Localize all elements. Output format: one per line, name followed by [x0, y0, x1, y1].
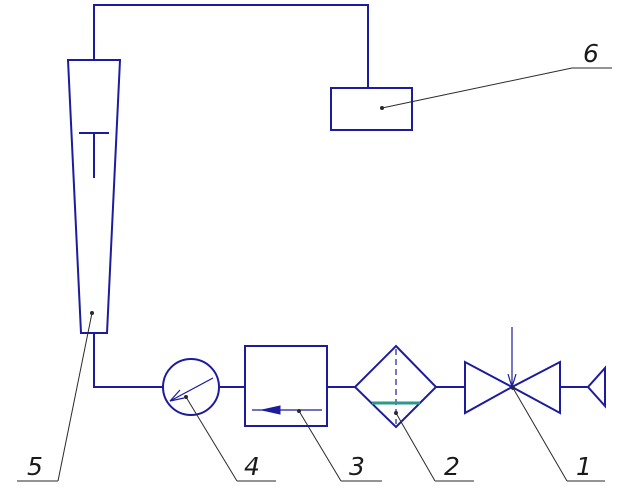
top-pipeline [93, 4, 369, 88]
valve-left-wing [464, 360, 515, 415]
filter-diamond [353, 344, 438, 429]
box-6-body [330, 87, 413, 131]
component-5-rotameter [66, 59, 122, 334]
callouts: 6 5 4 3 2 1 [17, 39, 612, 482]
rotameter-body [66, 59, 122, 334]
leader-line-4 [185, 396, 238, 482]
callout-4: 4 [244, 452, 260, 481]
callout-1: 1 [576, 452, 592, 481]
component-1-valve [464, 327, 561, 415]
leader-line-3 [298, 410, 342, 482]
callout-3: 3 [349, 452, 365, 481]
leader-line-1 [512, 387, 568, 482]
leader-line-6 [381, 67, 573, 109]
leader-line-5 [57, 312, 93, 482]
inlet-funnel [586, 365, 606, 409]
bottom-left-pipeline [93, 333, 163, 388]
leader-line-2 [395, 412, 436, 482]
inlet-funnel-shape [586, 365, 606, 409]
gauge-needle [169, 377, 214, 402]
component-6-box [330, 87, 413, 131]
callout-5: 5 [27, 452, 43, 481]
callout-6: 6 [583, 39, 599, 68]
device-3-arrowhead [261, 405, 281, 415]
component-4-gauge [162, 358, 220, 416]
gauge-body [162, 358, 220, 416]
pipelines [93, 4, 588, 388]
component-3-device [244, 345, 328, 427]
gauge-needle-arrowhead [169, 389, 185, 402]
valve-right-wing [509, 360, 561, 415]
device-3-body [244, 345, 328, 427]
callout-2: 2 [444, 452, 460, 481]
